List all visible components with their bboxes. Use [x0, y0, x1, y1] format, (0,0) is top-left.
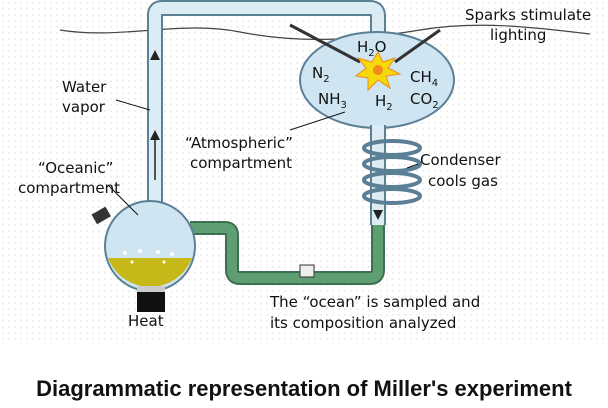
pointer-atmospheric: [289, 111, 346, 131]
heat-source: [137, 290, 165, 312]
pointer-water-vapor: [115, 99, 151, 111]
spark-core: [373, 65, 383, 75]
electrode-left: [289, 23, 361, 64]
flow-arrowhead-1: [150, 130, 160, 140]
heat-source-top: [137, 286, 165, 292]
gas-h2o: H2O: [357, 38, 386, 59]
return-tube-water: [190, 223, 383, 283]
gas-h2: H2: [375, 92, 393, 113]
label-vapor: vapor: [62, 98, 106, 116]
flask-stopper: [91, 206, 111, 225]
label-heat: Heat: [128, 312, 164, 330]
gas-nh3: NH3: [318, 90, 347, 111]
bubbles: [123, 249, 174, 264]
label-oceanic-1: “Oceanic”: [38, 159, 113, 177]
label-ocean-sampled-2: its composition analyzed: [270, 314, 456, 332]
flow-arrowhead-2: [150, 50, 160, 60]
label-sparks-2: lighting: [490, 26, 546, 44]
diagram-caption: Diagrammatic representation of Miller's …: [36, 376, 572, 401]
label-atmospheric-1: “Atmospheric”: [185, 134, 293, 152]
pointer-oceanic: [107, 184, 139, 216]
sampling-stopcock[interactable]: [299, 264, 315, 278]
flow-arrowhead-down: [373, 210, 383, 220]
electrode-right: [394, 28, 441, 64]
label-oceanic-2: compartment: [18, 179, 120, 197]
vapor-tube: [149, 2, 384, 210]
miller-experiment-diagram: Sparks stimulate lighting Water vapor “O…: [0, 0, 608, 340]
label-atmospheric-2: compartment: [190, 154, 292, 172]
ocean-liquid: [108, 258, 192, 287]
gas-ch4: CH4: [410, 68, 438, 89]
label-ocean-sampled-1: The “ocean” is sampled and: [269, 293, 480, 311]
label-sparks-1: Sparks stimulate: [465, 6, 591, 24]
gas-n2: N2: [312, 64, 330, 85]
label-water: Water: [62, 78, 107, 96]
condenser-coil: [362, 139, 422, 205]
gas-co2: CO2: [410, 90, 439, 111]
label-condenser-1: Condenser: [420, 151, 501, 169]
pointer-condenser: [406, 163, 419, 169]
label-condenser-2: cools gas: [428, 172, 498, 190]
